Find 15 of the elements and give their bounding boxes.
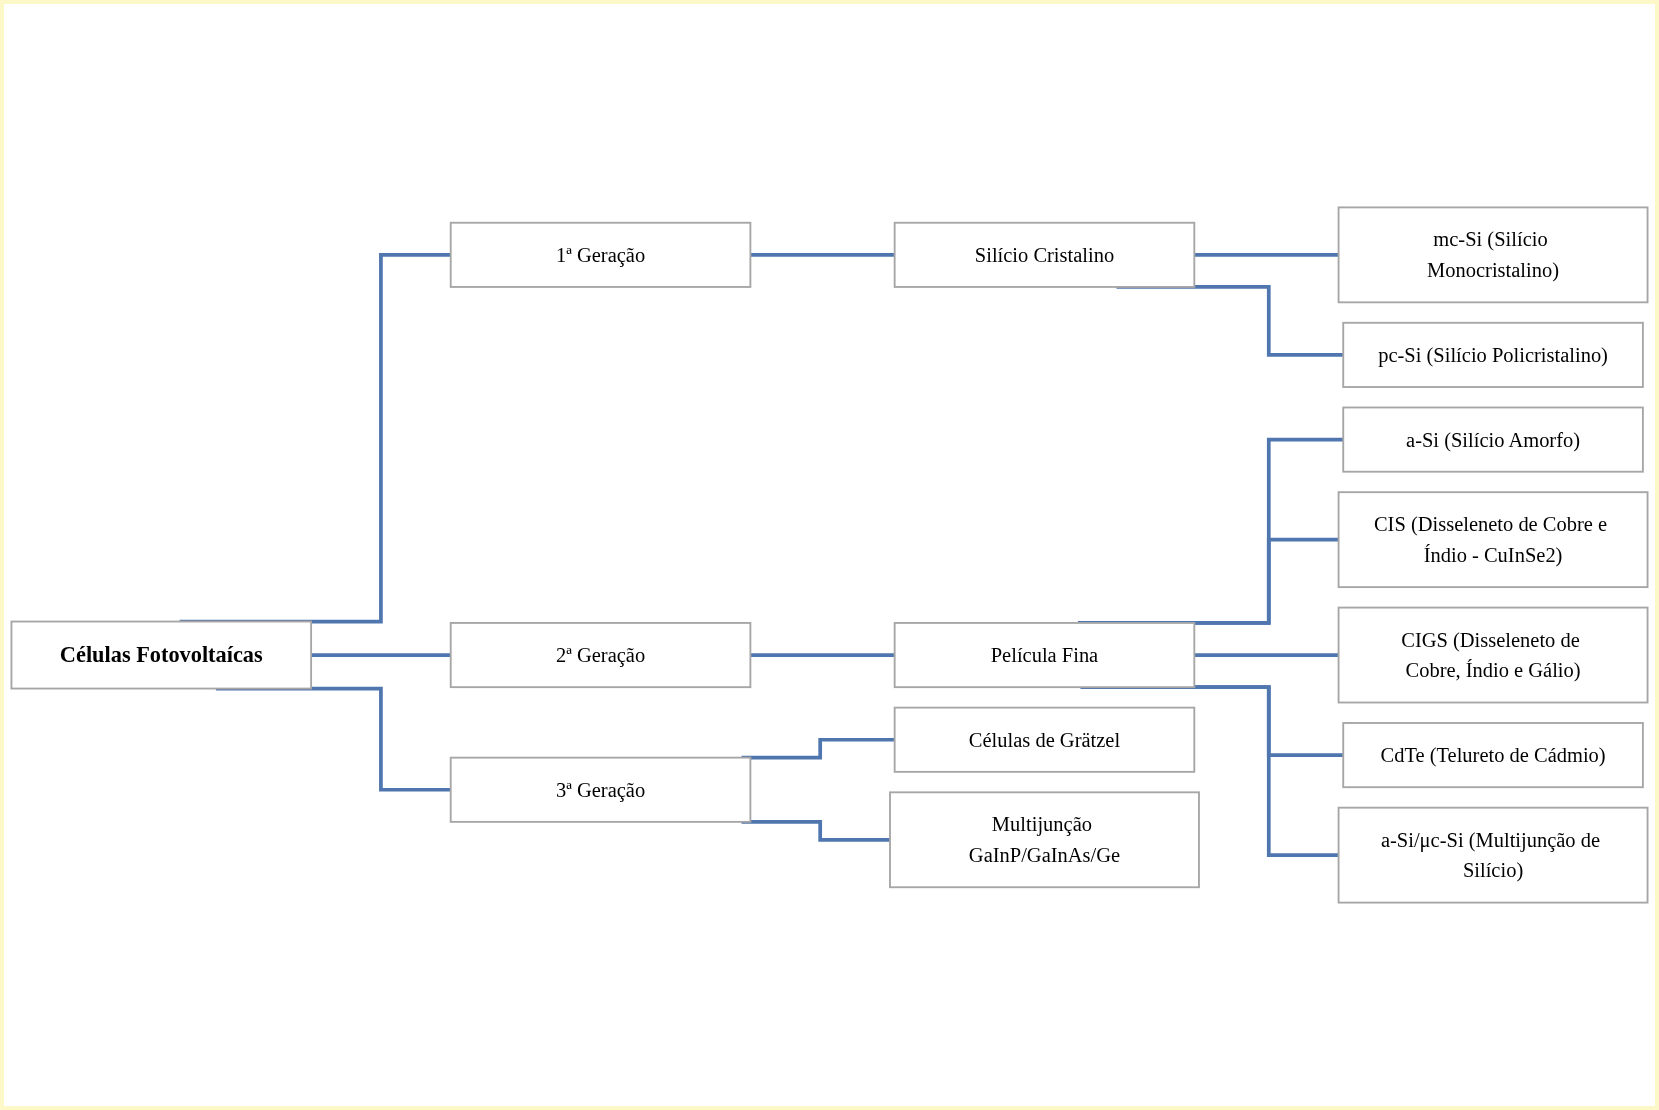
node-box: a-Si/μc-Si (Multijunção de Silício) xyxy=(1337,806,1649,904)
node-box: Células Fotovoltaícas xyxy=(10,620,313,690)
node-box: pc-Si (Silício Policristalino) xyxy=(1342,321,1644,388)
node-box: CdTe (Telureto de Cádmio) xyxy=(1342,722,1644,789)
node-box: Película Fina xyxy=(893,622,1196,689)
node-box: 3ª Geração xyxy=(449,756,752,823)
node-box: Multijunção GaInP/GaInAs/Ge xyxy=(889,791,1200,889)
node-box: Silício Cristalino xyxy=(893,221,1196,288)
node-box: a-Si (Silício Amorfo) xyxy=(1342,406,1644,473)
node-box: CIS (Disseleneto de Cobre e Índio - CuInSe2) xyxy=(1337,491,1649,589)
node-box: mc-Si (Silício Monocristalino) xyxy=(1337,206,1649,304)
node-box: 2ª Geração xyxy=(449,622,752,689)
node-box: CIGS (Disseleneto de Cobre, Índio e Gálio) xyxy=(1337,606,1649,704)
node-box: 1ª Geração xyxy=(449,221,752,288)
node-box: Células de Grätzel xyxy=(893,706,1196,773)
